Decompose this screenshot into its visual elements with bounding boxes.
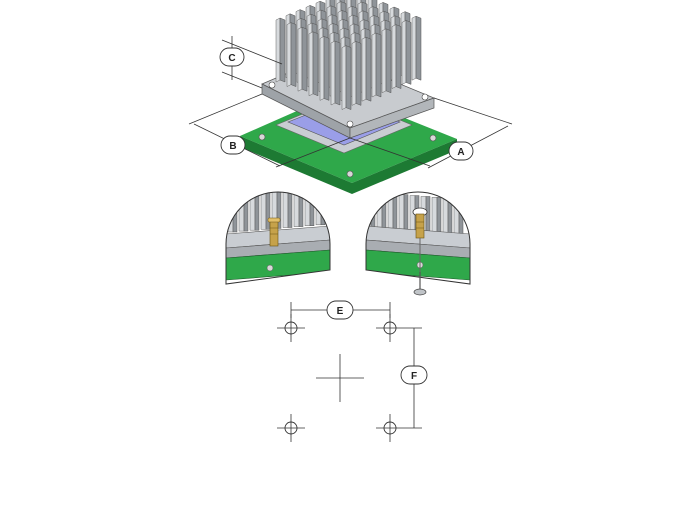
heatsink-fin: [361, 36, 367, 102]
heatsink-fin: [401, 19, 407, 85]
heatsink-fin-shadow: [323, 36, 330, 101]
dimension-label-e: E: [337, 306, 344, 317]
push-pin-detail-right: [365, 191, 471, 296]
heatsink-fin-shadow: [334, 40, 341, 106]
heatsink-fin: [304, 192, 311, 226]
heatsink-fin-shadow: [265, 192, 271, 230]
heatsink-fin-shadow: [395, 24, 402, 89]
heatsink-mount-hole: [268, 81, 276, 89]
heatsink-fin: [341, 45, 347, 111]
dimension-label-b: B: [229, 141, 236, 152]
heatsink-mount-hole: [346, 120, 354, 128]
heatsink-fin-shadow: [381, 192, 387, 234]
heatsink-fin: [351, 40, 357, 106]
push-pin-detail-left: [225, 191, 331, 285]
heatsink-fin-shadow: [415, 15, 422, 81]
heatsink-assembly: [240, 0, 457, 194]
heatsink-fin: [371, 32, 377, 98]
pcb-mount-hole: [258, 133, 266, 141]
heatsink-fin: [238, 192, 245, 232]
heatsink-fin-shadow: [375, 32, 382, 98]
heatsink-fin: [315, 192, 322, 226]
heatsink-fin: [275, 17, 281, 83]
dimension-f: F: [400, 327, 428, 429]
heatsink-fin-shadow: [298, 192, 304, 227]
heatsink-fin: [260, 192, 267, 230]
heatsink-fin-shadow: [320, 192, 326, 226]
heatsink-fin-shadow: [385, 28, 392, 94]
heatsink-fin-shadow: [345, 45, 352, 110]
heatsink-base-side-right: [349, 97, 435, 139]
heatsink-fin-shadow: [365, 36, 372, 102]
heatsink-fin: [282, 192, 289, 228]
pcb-mount-hole: [346, 170, 354, 178]
heatsink-fin-shadow: [290, 22, 297, 87]
heatsink-fin-shadow: [243, 192, 249, 232]
heatsink-fin-shadow: [287, 192, 293, 228]
pcb-board-side-right: [352, 139, 457, 194]
dimension-label-f: F: [411, 371, 417, 382]
heatsink-fin-shadow: [254, 192, 260, 231]
heatsink-fin-shadow: [312, 31, 319, 97]
heatsink-fin: [286, 22, 292, 88]
heatsink-fin: [411, 15, 417, 81]
heatsink-fin-shadow: [370, 192, 376, 233]
dimension-b: B: [188, 93, 351, 168]
heatsink-fin-shadow: [392, 193, 398, 235]
dimension-label-a: A: [457, 147, 464, 158]
heatsink-fins: [275, 0, 422, 111]
pin-head-icon: [413, 288, 427, 296]
heatsink-fin: [319, 35, 325, 101]
dimension-c: C: [219, 36, 283, 89]
heatsink-mount-hole: [421, 93, 429, 101]
heatsink-fin: [330, 40, 336, 106]
heatsink-fin: [297, 26, 303, 92]
heatsink-fin-shadow: [301, 26, 308, 92]
heatsink-fin-shadow: [355, 41, 362, 106]
heatsink-fin-shadow: [276, 192, 282, 229]
heatsink-fin: [381, 28, 387, 94]
dimension-label-c: C: [228, 53, 235, 64]
heatsink-fin: [308, 31, 314, 97]
heatsink-fin-shadow: [279, 17, 286, 83]
heatsink-fin: [293, 192, 300, 227]
pcb-mount-hole: [429, 134, 437, 142]
heatsink-fin-shadow: [405, 20, 412, 85]
hole-pattern: E F: [277, 300, 428, 442]
heatsink-fin: [249, 192, 256, 231]
heatsink-fin: [391, 24, 397, 90]
dimension-a: A: [349, 97, 513, 169]
heatsink-fin: [366, 192, 372, 233]
pcb-board-side-left: [240, 136, 352, 194]
dimension-e: E: [290, 300, 391, 320]
